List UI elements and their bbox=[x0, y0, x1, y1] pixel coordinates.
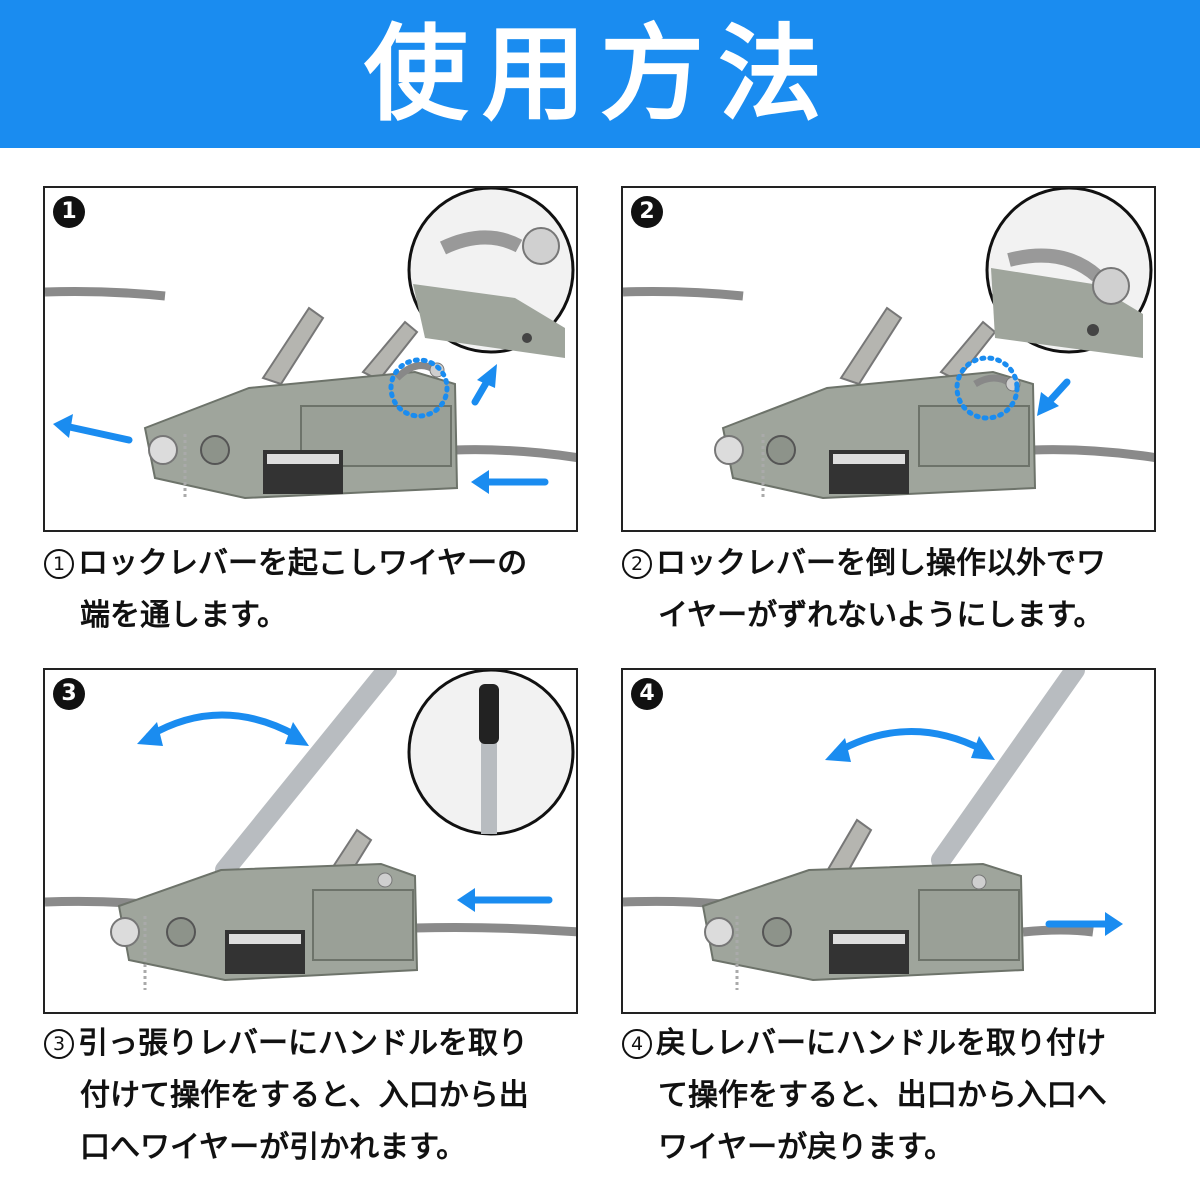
step-1-illustration bbox=[45, 188, 576, 500]
caption-line: ロックレバーを倒し操作以外でワ bbox=[656, 546, 1106, 581]
step-2-illustration bbox=[623, 188, 1154, 500]
zoom-circle-icon bbox=[407, 188, 575, 358]
step-number: 1 bbox=[44, 549, 74, 579]
zoom-circle-icon bbox=[985, 188, 1153, 358]
caption-line: 引っ張りレバーにハンドルを取り bbox=[78, 1026, 528, 1061]
step-badge: 1 bbox=[53, 196, 85, 228]
step-badge: 4 bbox=[631, 678, 663, 710]
step-1-panel: 1 bbox=[43, 186, 578, 532]
caption-line: 戻しレバーにハンドルを取り付け bbox=[656, 1026, 1106, 1061]
caption-line: 端を通します。 bbox=[80, 598, 287, 633]
header-banner: 使用方法 bbox=[0, 0, 1200, 148]
step-4-panel: 4 bbox=[621, 668, 1156, 1014]
arrow-down-left-icon bbox=[1037, 378, 1071, 416]
step-4-illustration bbox=[623, 670, 1123, 990]
step-number: 3 bbox=[44, 1029, 74, 1059]
arrow-left-icon bbox=[471, 470, 549, 494]
arrow-up-right-icon bbox=[471, 364, 497, 406]
step-3-illustration bbox=[45, 670, 576, 990]
caption-line: 付けて操作をすると、入口から出 bbox=[80, 1078, 529, 1113]
arrow-left-icon bbox=[457, 888, 553, 912]
step-number: 4 bbox=[622, 1029, 652, 1059]
arrow-left-icon bbox=[53, 414, 133, 444]
step-3-panel: 3 bbox=[43, 668, 578, 1014]
curved-double-arrow-icon bbox=[137, 711, 309, 746]
step-number: 2 bbox=[622, 549, 652, 579]
caption-line: ロックレバーを起こしワイヤーの bbox=[78, 546, 528, 581]
arrow-right-icon bbox=[1045, 912, 1123, 936]
step-badge: 3 bbox=[53, 678, 85, 710]
step-2-panel: 2 bbox=[621, 186, 1156, 532]
caption-line: ワイヤーが戻ります。 bbox=[658, 1130, 955, 1165]
caption-line: て操作をすると、出口から入口へ bbox=[658, 1078, 1107, 1113]
caption-line: イヤーがずれないようにします。 bbox=[658, 598, 1104, 633]
zoom-circle-icon bbox=[407, 670, 575, 836]
curved-double-arrow-icon bbox=[825, 728, 995, 762]
step-badge: 2 bbox=[631, 196, 663, 228]
caption-line: 口へワイヤーが引かれます。 bbox=[80, 1130, 467, 1165]
page-title: 使用方法 bbox=[363, 13, 836, 135]
